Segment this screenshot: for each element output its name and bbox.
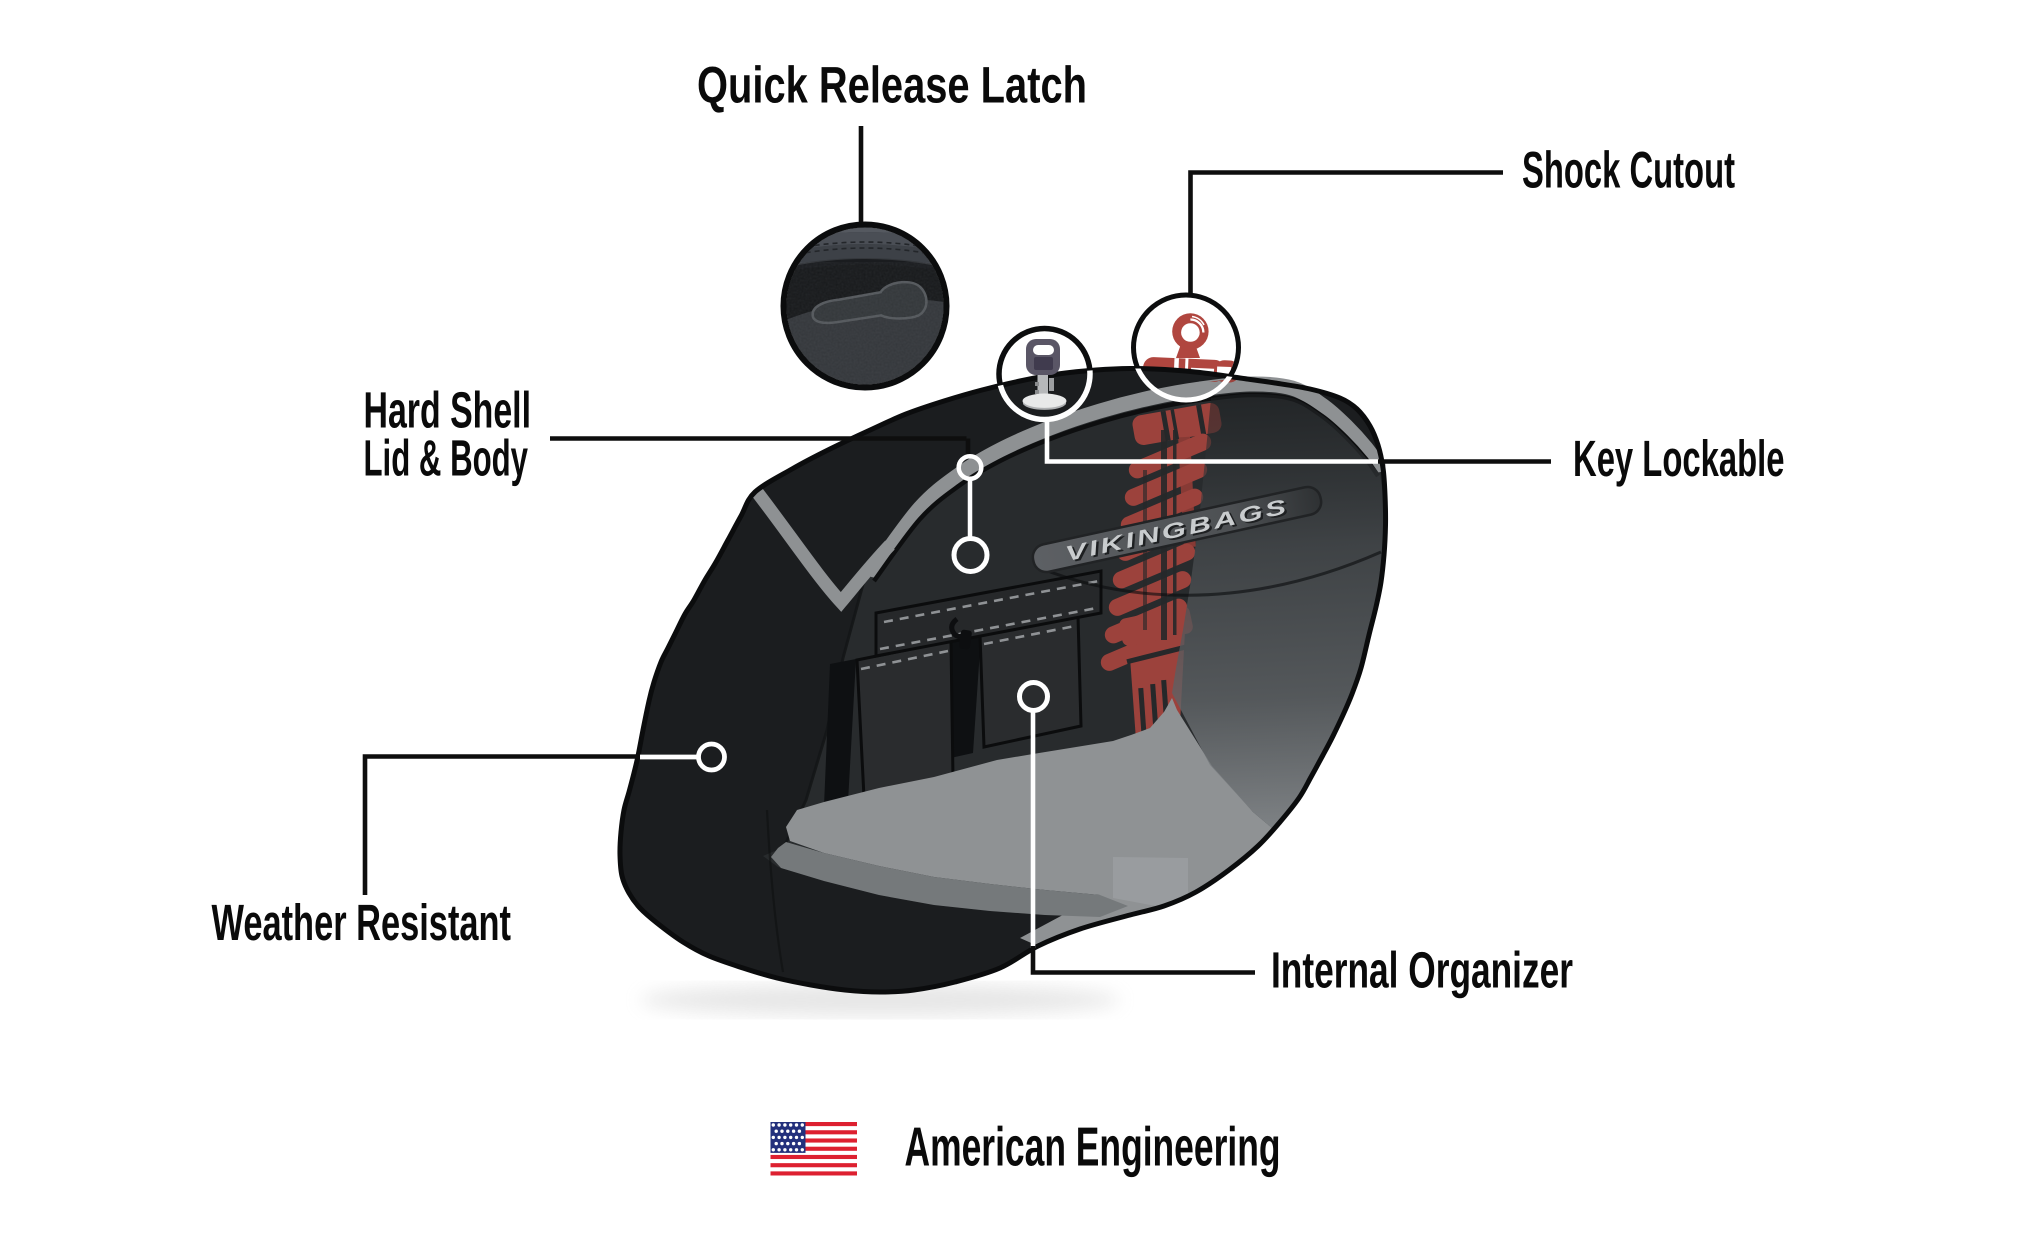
svg-text:American Engineering: American Engineering bbox=[905, 1115, 1281, 1177]
svg-text:Weather Resistant: Weather Resistant bbox=[212, 894, 512, 951]
svg-text:Quick Release Latch: Quick Release Latch bbox=[697, 56, 1087, 114]
svg-text:Shock Cutout: Shock Cutout bbox=[1522, 140, 1735, 198]
svg-text:Hard Shell: Hard Shell bbox=[364, 382, 532, 439]
svg-text:Key Lockable: Key Lockable bbox=[1573, 430, 1785, 487]
svg-text:Lid & Body: Lid & Body bbox=[364, 430, 529, 487]
svg-text:Internal Organizer: Internal Organizer bbox=[1271, 942, 1573, 999]
